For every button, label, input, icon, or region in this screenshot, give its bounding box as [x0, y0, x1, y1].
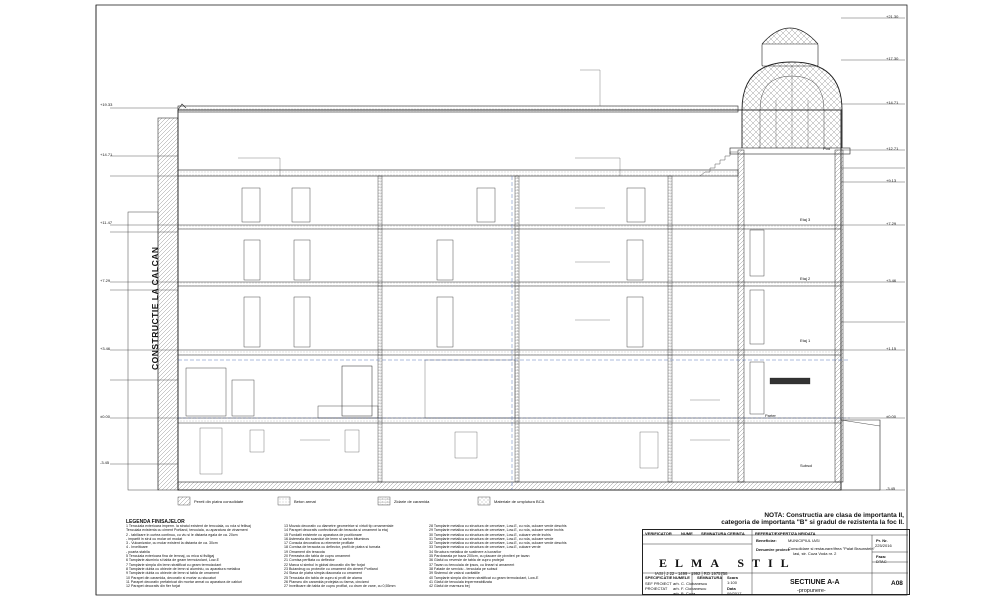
proiectat-label: PROIECTAT [645, 586, 668, 591]
legend-title: LEGENDA FINISAJELOR [126, 519, 185, 525]
material-label-concrete: Beton armat [294, 499, 316, 504]
plan-number: A08 [891, 580, 903, 587]
faza-label: Faza: [876, 554, 887, 559]
importance-note: NOTA: Constructia are clasa de important… [721, 512, 904, 526]
dome-floor-label: Pod [823, 146, 831, 151]
elev-left-6: ±0.00 [100, 414, 110, 419]
elev-right-7: +3.46 [886, 278, 897, 283]
stair [699, 151, 738, 177]
swatch-brick [377, 496, 391, 506]
scara-label: Scara [727, 575, 738, 580]
legend-column-3: 28 Tamplarie metalica cu structura de ce… [429, 524, 567, 589]
annotation-leaders [238, 69, 730, 441]
data-label: Data [727, 586, 736, 591]
data-value: 09/2017 [727, 591, 742, 596]
proiectat-name: arh. F. Ciobanescu [673, 586, 707, 591]
elev-right-8: +1.15 [886, 346, 897, 351]
elev-left-3: +11.47 [100, 220, 113, 225]
pr-nr-label: Pr. Nr. [876, 538, 888, 543]
scara-value: 1:100 [727, 580, 738, 585]
verificator-label: VERIFICATOR [645, 531, 672, 536]
elev-left-7: -3.45 [100, 460, 110, 465]
party-wall-label: CONSTRUCTIE LA CALCAN [150, 246, 160, 370]
title-block-grid [642, 529, 908, 595]
floor-label-subsol: Subsol [800, 463, 813, 468]
floor-label-etaj1: Etaj 1 [800, 338, 811, 343]
floor-label-etaj2: Etaj 2 [800, 276, 811, 281]
semnatura-label: SEMNATURA [697, 575, 723, 580]
material-label-brick: Zidarie de caramida [394, 499, 430, 504]
desenat-name: arh. B. Cuza [673, 591, 696, 596]
swatch-stone [177, 496, 191, 506]
elev-left-1: +19.33 [100, 102, 113, 107]
legend-column-1: 1 Tencuiala exterioara imperm. la stratu… [126, 524, 251, 589]
material-label-stone: Pereti din piatra consolidate [194, 499, 244, 504]
floor-label-etaj3: Etaj 3 [800, 217, 811, 222]
numele-label: NUMELE [673, 575, 690, 580]
elev-left-2: +14.71 [100, 152, 113, 157]
beneficiar-value: MUNICIPIUL IASI [788, 538, 820, 543]
material-label-bca: Materiale de umplutura BCA [494, 499, 545, 504]
sef-proiect-label: SEF PROIECT [645, 581, 672, 586]
floor-label-parter: Parter [765, 413, 776, 418]
left-facade-wall [157, 117, 179, 491]
faza-value: DTAC [876, 559, 887, 564]
swatch-bca [477, 496, 491, 506]
elev-right-9: ±0.00 [886, 414, 896, 419]
nume-label: NUME [681, 531, 693, 536]
elev-right-6: +7.29 [886, 221, 897, 226]
building-section [177, 103, 881, 491]
sheet-subtitle: -propunere- [797, 588, 826, 594]
elev-left-4: +7.29 [100, 278, 111, 283]
specificatie-label: SPECIFICATIE [645, 575, 673, 580]
elev-right-2: +17.30 [886, 56, 899, 61]
beneficiar-label: Beneficiar: [756, 538, 777, 543]
elev-right-5: +9.13 [886, 178, 897, 183]
sheet-title: SECTIUNE A-A [790, 579, 840, 586]
semnatura-cerinta-label: SEMNATURA CERINTA [701, 531, 745, 536]
sef-proiect-name: arh. C. Ciobanescu [673, 581, 708, 586]
adresa-value: Iasi, str. Cuza Voda nr. 2 [793, 551, 837, 556]
company-name: ELMA STIL [659, 556, 797, 570]
title-block: VERIFICATOR NUME SEMNATURA CERINTA REFER… [642, 529, 910, 596]
right-elevation-markers [841, 17, 905, 491]
pr-nr-value: 225/2016 [875, 543, 892, 548]
swatch-concrete [277, 496, 291, 506]
elev-right-3: +14.71 [886, 100, 899, 105]
elev-right-4: +12.71 [886, 146, 899, 151]
elev-right-10: -3.45 [886, 486, 896, 491]
company-details: IASI | J 22 - 1499 - 1992 | RO 1975758 [655, 571, 728, 576]
legend-column-2: 13 Mozaic decorativ cu diametre geometri… [284, 524, 396, 589]
denumire-value: Consolidare si restaurare/ifrea "Palat B… [788, 546, 875, 551]
referat-label: REFERAT/EXPERTIZA NR/DATA [755, 531, 816, 536]
denumire-label: Denumire proiect: [756, 547, 791, 552]
elev-right-1: +21.30 [886, 14, 899, 19]
elev-left-5: +3.46 [100, 346, 111, 351]
dome [729, 27, 851, 155]
left-elevation-markers [110, 107, 178, 465]
